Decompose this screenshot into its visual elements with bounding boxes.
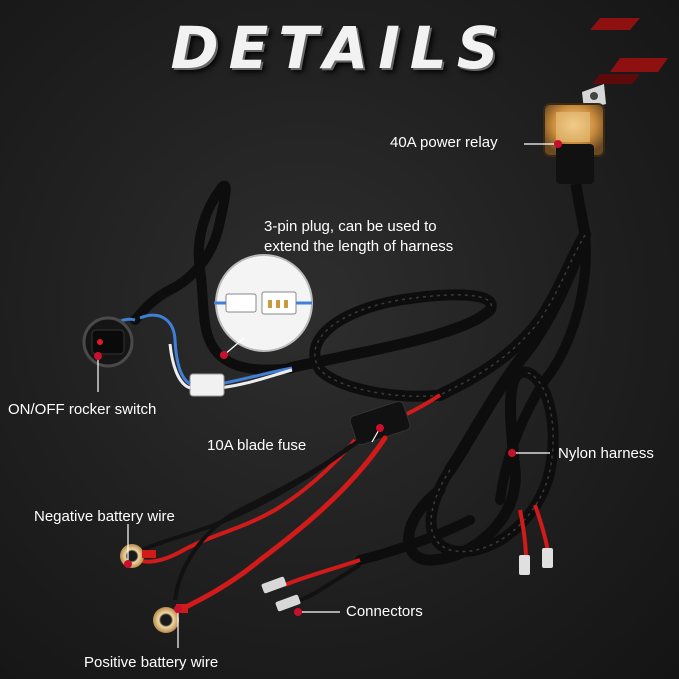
callout-dots xyxy=(94,140,562,616)
label-positive: Positive battery wire xyxy=(84,654,219,671)
label-connectors: Connectors xyxy=(346,603,423,620)
label-fuse: 10A blade fuse xyxy=(207,437,307,454)
label-negative: Negative battery wire xyxy=(34,508,175,525)
positive-ring-terminal-icon xyxy=(153,607,179,633)
label-plug-line1: 3-pin plug, can be used to xyxy=(264,218,437,235)
label-nylon: Nylon harness xyxy=(558,445,654,462)
plug-closeup-icon xyxy=(214,254,313,352)
negative-terminal-sleeve xyxy=(142,550,156,558)
label-switch: ON/OFF rocker switch xyxy=(8,401,157,418)
positive-terminal-sleeve xyxy=(176,604,188,613)
spade-connectors-icon xyxy=(261,504,553,612)
blade-fuse-icon xyxy=(137,393,442,601)
negative-ring-terminal-icon xyxy=(120,544,144,568)
battery-wires xyxy=(136,435,388,613)
callout-lines xyxy=(97,143,558,648)
braid-texture xyxy=(314,234,586,553)
label-relay: 40A power relay xyxy=(390,134,498,151)
three-pin-plug-icon xyxy=(139,313,293,397)
label-plug-line2: extend the length of harness xyxy=(264,238,454,256)
relay-icon xyxy=(543,84,606,236)
rocker-switch-icon xyxy=(82,316,136,368)
corner-decoration xyxy=(590,18,668,84)
page-title: DETAILS xyxy=(170,14,509,82)
label-plug: 3-pin plug, can be used to extend the le… xyxy=(264,217,494,258)
